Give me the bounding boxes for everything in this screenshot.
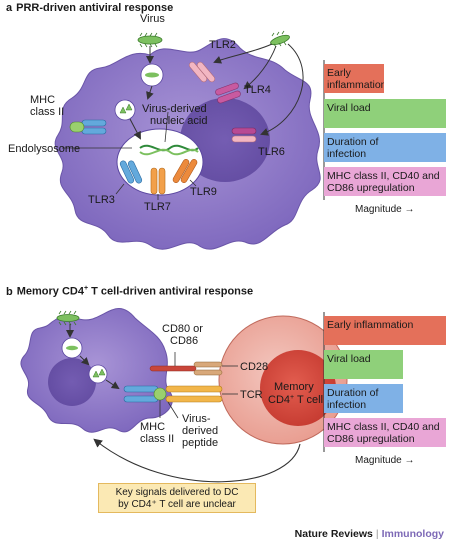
label-cd28: CD28 [240, 361, 268, 373]
note-line-1: Key signals delivered to DC [115, 487, 239, 498]
virus-icon-b [56, 310, 80, 326]
panel-b-heading-sup: + [83, 285, 89, 292]
note-line-2: by CD4⁺ T cell are unclear [118, 499, 236, 510]
journal-name: Nature Reviews [294, 528, 373, 540]
label-memory-2: CD4+ T cell [268, 394, 323, 406]
mhc-tcr-pair [123, 385, 223, 403]
label-virus: Virus [140, 13, 165, 25]
panel-b-letter: b [6, 285, 13, 298]
label-memory-1: Memory [274, 381, 314, 393]
tlr9-receptor [172, 159, 198, 183]
degraded-virus-vesicle-icon [114, 99, 136, 121]
label-nucleic-2: nucleic acid [150, 115, 207, 127]
panel-a-heading: PRR-driven antiviral response [16, 2, 174, 14]
label-tlr9: TLR9 [190, 186, 217, 198]
tlr3-receptor [119, 160, 143, 184]
panel-a-magnitude-label: Magnitude → [355, 204, 415, 215]
label-tcr: TCR [240, 389, 263, 401]
label-mhc-a-1: MHC [30, 94, 55, 106]
label-peptide-1: Virus- [182, 413, 211, 425]
unclear-signals-note: Key signals delivered to DC by CD4⁺ T ce… [98, 483, 256, 513]
label-mhc-b-2: class II [140, 433, 174, 445]
tlr4-receptor [215, 82, 241, 104]
label-tlr3: TLR3 [88, 194, 115, 206]
label-nucleic-1: Virus-derived [142, 103, 207, 115]
label-cd80-1: CD80 or [162, 323, 203, 335]
virus-cluster-icon [270, 30, 290, 48]
footer-separator: | [375, 528, 379, 540]
label-mhc-b-1: MHC [140, 421, 165, 433]
tlr6-receptor [231, 127, 257, 143]
bar-b-early-inflammation: Early inflammation [324, 316, 446, 345]
panel-b-magnitude-label: Magnitude → [355, 455, 415, 466]
t-cell-nucleus [260, 350, 336, 426]
nucleus-b [48, 358, 96, 406]
mhc-class-ii-a [69, 119, 107, 135]
cd80-cd28-pair [149, 361, 223, 376]
bar-b-viral-load: Viral load [324, 350, 403, 379]
label-peptide-2: derived [182, 425, 218, 437]
label-tlr2: TLR2 [209, 39, 236, 51]
tlr7-receptor [150, 167, 166, 195]
label-cd80-2: CD86 [170, 335, 198, 347]
journal-footer: Nature Reviews|Immunology [295, 528, 444, 540]
panel-b-heading-suffix: T cell-driven antiviral response [88, 285, 254, 298]
label-tlr6: TLR6 [258, 146, 285, 158]
bar-a-viral-load: Viral load [324, 99, 446, 128]
virus-icon [137, 32, 163, 48]
panel-b-heading-prefix: Memory CD4 [16, 285, 84, 298]
label-peptide-3: peptide [182, 437, 218, 449]
label-tlr4: TLR4 [244, 84, 271, 96]
label-tlr7: TLR7 [144, 201, 171, 213]
label-endolysosome: Endolysosome [8, 143, 80, 155]
journal-subject: Immunology [381, 528, 444, 540]
panel-a-letter: a [6, 2, 13, 14]
tlr2-receptor [188, 61, 216, 83]
label-mhc-a-2: class II [30, 106, 64, 118]
